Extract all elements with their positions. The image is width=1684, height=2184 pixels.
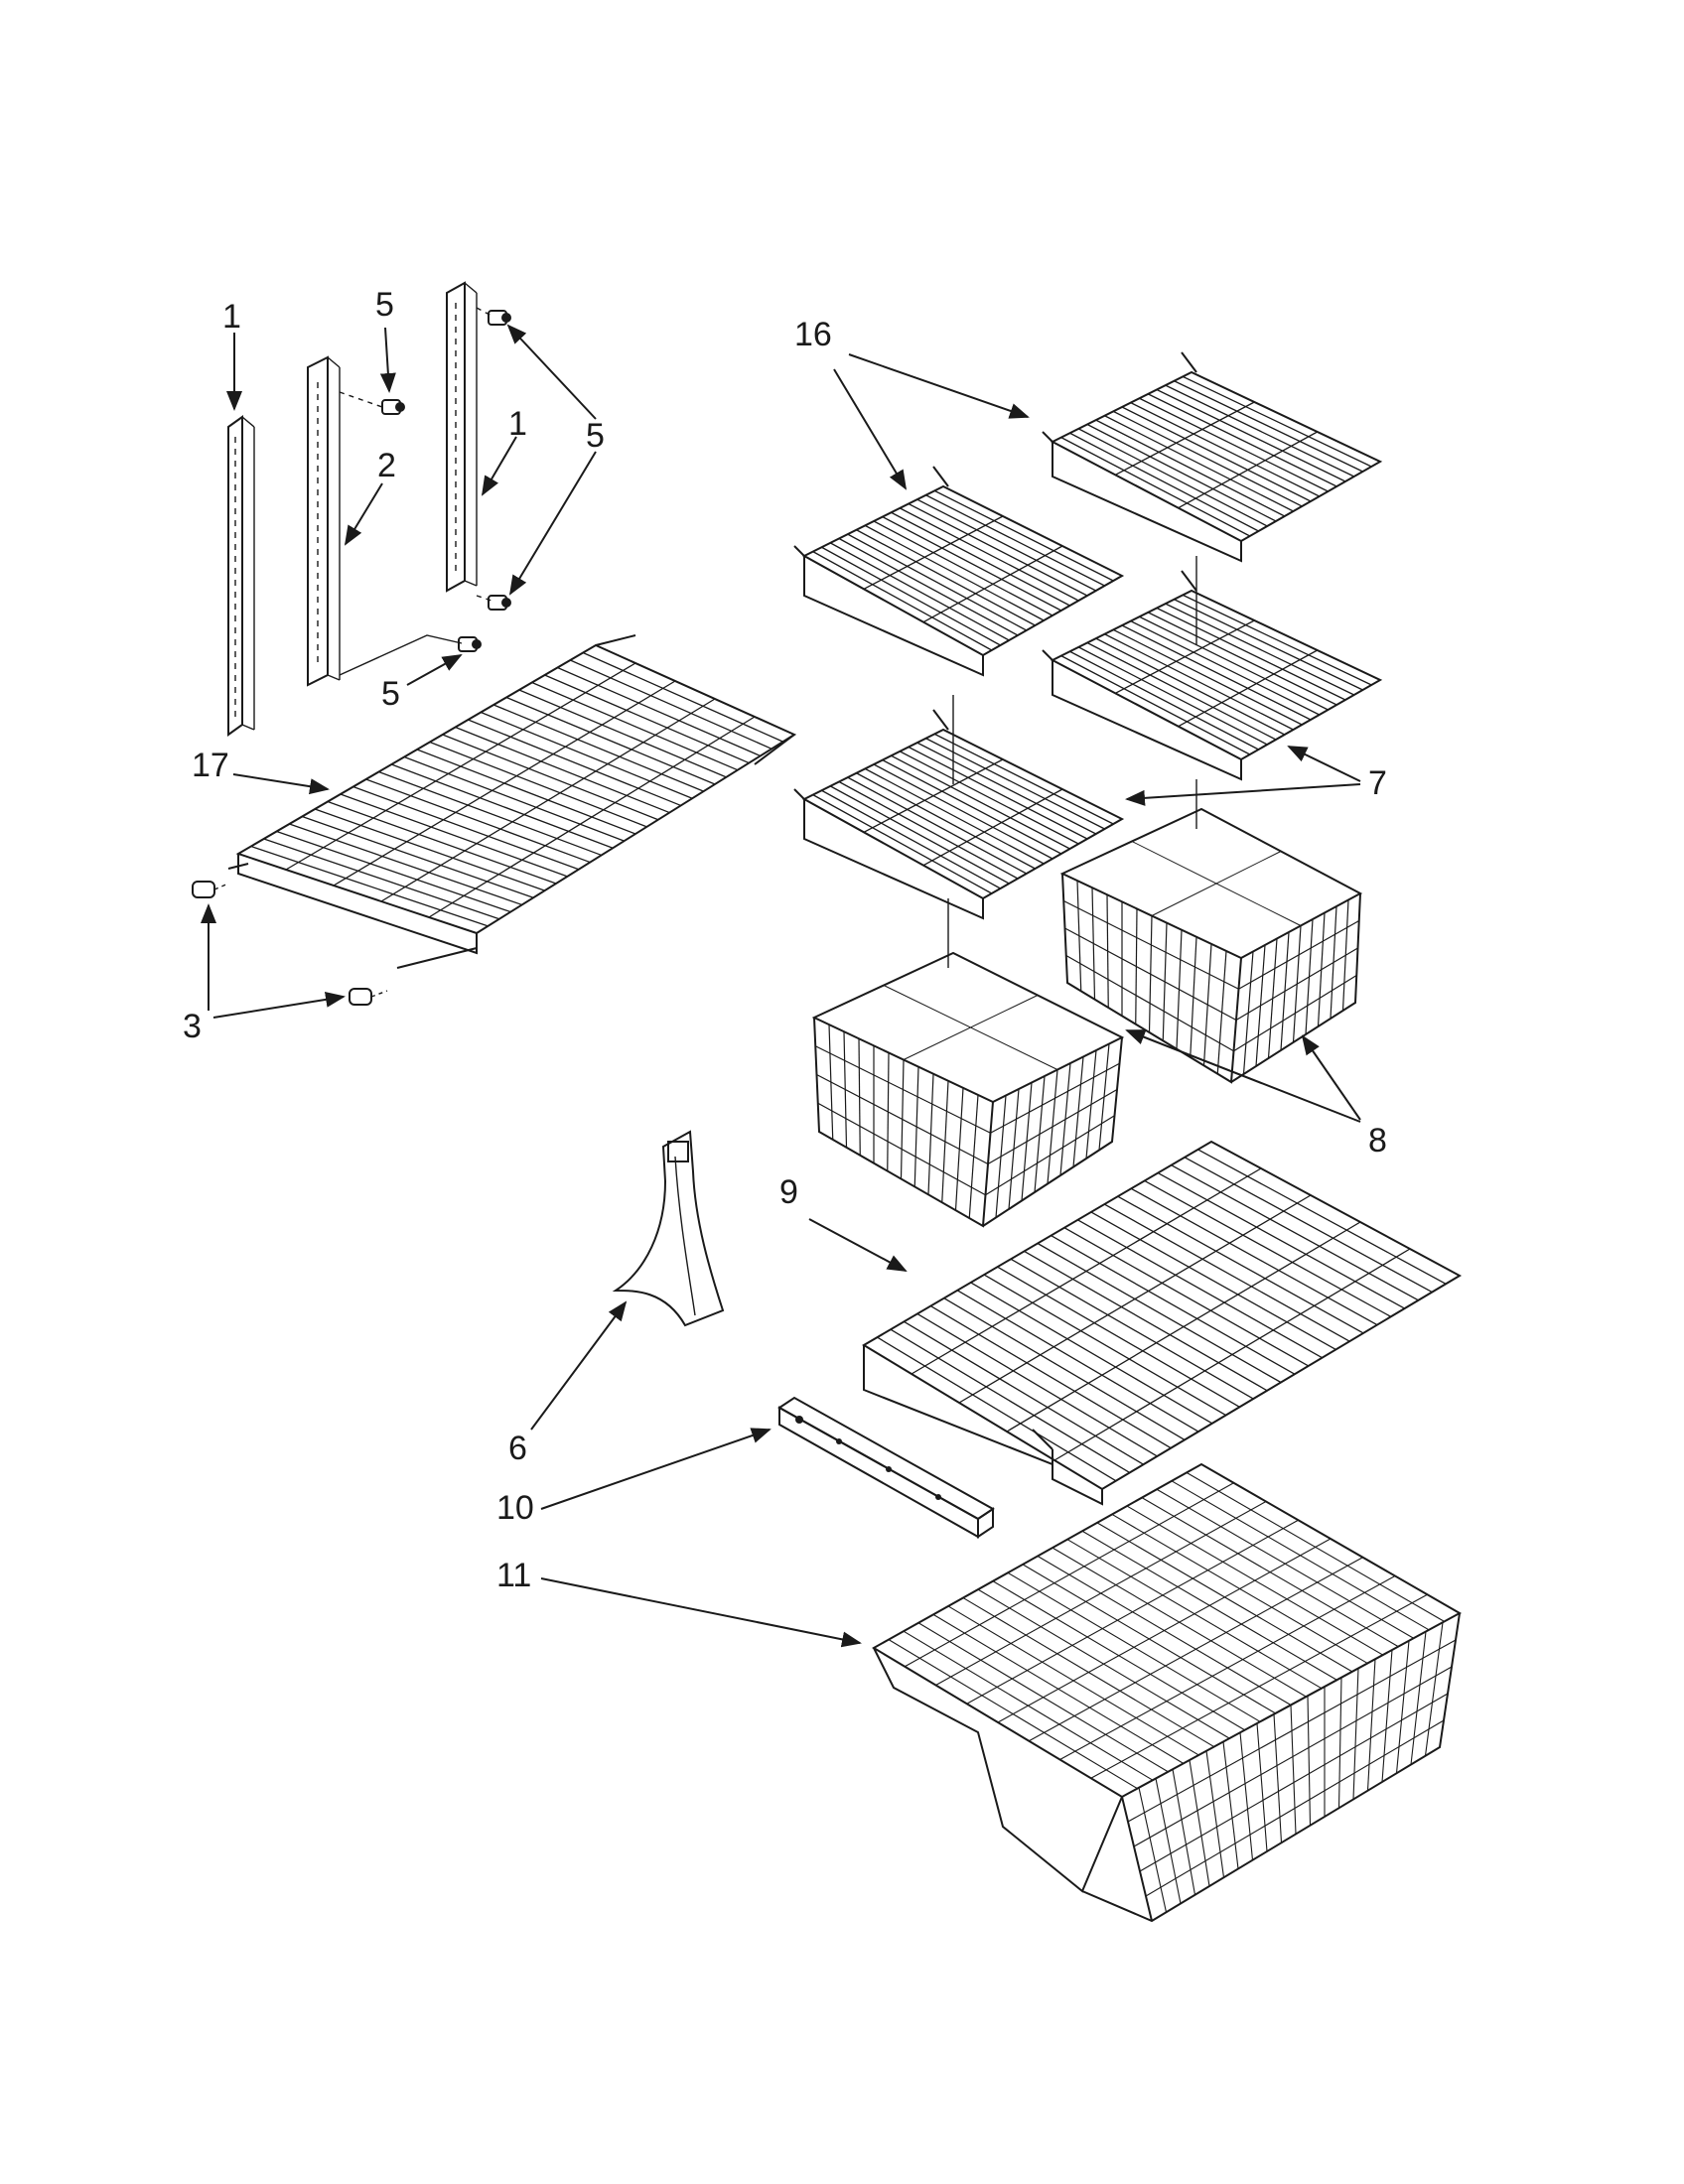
callout-screw-right: 5	[586, 417, 605, 455]
callout-screw-bottom: 5	[381, 675, 400, 713]
rail-right-part	[446, 281, 492, 602]
screw-right-top-part	[488, 310, 511, 326]
callout-divider: 6	[508, 1430, 527, 1467]
divider-part	[612, 1130, 725, 1327]
screw-bottom-part	[339, 634, 482, 676]
basket-small-left-part	[811, 951, 1125, 1228]
slide-part	[777, 1396, 995, 1539]
shelf-mid-right-part	[1042, 570, 1383, 781]
rail-left-part	[227, 415, 255, 737]
callout-shelf-pin: 3	[183, 1008, 202, 1045]
callout-shelf-large: 9	[779, 1173, 798, 1211]
shelf-pin-top-part	[192, 881, 229, 898]
screw-top-part	[381, 399, 405, 415]
shelf-mid-left-part	[793, 709, 1125, 920]
callout-basket-small: 8	[1368, 1122, 1387, 1160]
large-shelf-part	[862, 1140, 1463, 1506]
callout-rail-center: 2	[377, 447, 396, 484]
rail-center-part	[307, 355, 383, 687]
shelf-top-right-part	[1042, 351, 1383, 563]
callout-labels: 1 5 1 5 2 5 17 3 16 7 8 9 6 10 11	[183, 286, 1387, 1594]
screw-right-bottom-part	[488, 595, 511, 611]
callout-rail-right: 1	[508, 405, 527, 443]
shelf-top-left-part	[793, 466, 1125, 677]
callout-shelf-wide: 17	[192, 747, 229, 784]
callout-shelf-top: 16	[794, 316, 832, 353]
wide-shelf-part	[227, 634, 797, 969]
basket-small-right-part	[1059, 807, 1363, 1084]
callout-shelf-right: 7	[1368, 764, 1387, 802]
callout-basket-large: 11	[496, 1557, 531, 1594]
callout-slide: 10	[496, 1489, 534, 1527]
large-basket-part	[872, 1462, 1463, 1923]
shelf-pin-bottom-part	[349, 988, 388, 1006]
callout-screw-top: 5	[375, 286, 394, 324]
leader-lines	[201, 324, 1361, 1648]
callout-rail-left: 1	[222, 298, 241, 336]
